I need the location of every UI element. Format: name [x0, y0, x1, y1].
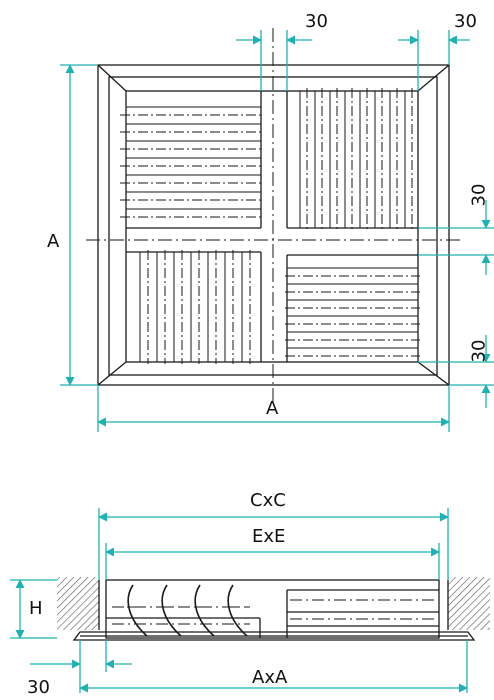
louvers-bottom-right — [285, 267, 420, 357]
dim-offset-label: 30 — [27, 677, 50, 698]
dim-h-label: H — [29, 598, 43, 619]
ceiling-left-hatch — [57, 577, 99, 630]
top-view-dimensions — [60, 30, 494, 432]
ceiling-right-hatch — [448, 577, 490, 630]
dim-axa-label: AxA — [252, 667, 288, 688]
louvers-top-right — [299, 88, 413, 230]
curved-blade — [194, 584, 215, 637]
section-dimensions — [10, 508, 468, 693]
dim-right-upper-label: 30 — [468, 183, 490, 207]
louvers-bottom-left — [139, 250, 251, 364]
center-lines — [86, 28, 460, 405]
curved-blades — [127, 584, 248, 637]
dim-cxc-label: CxC — [250, 490, 286, 511]
curved-blade — [161, 584, 182, 637]
dim-side-a-label: A — [47, 231, 60, 252]
curved-blade — [227, 584, 248, 637]
dim-bottom-a-label: A — [266, 398, 279, 419]
dim-exe-label: ExE — [252, 526, 286, 547]
dim-top-left-label: 30 — [305, 11, 328, 32]
core-border — [125, 90, 419, 363]
louvers-top-left — [120, 106, 262, 218]
dim-top-right-label: 30 — [454, 11, 477, 32]
dim-right-lower-label: 30 — [468, 339, 490, 363]
section-view — [57, 577, 490, 641]
curved-blade — [127, 584, 148, 637]
